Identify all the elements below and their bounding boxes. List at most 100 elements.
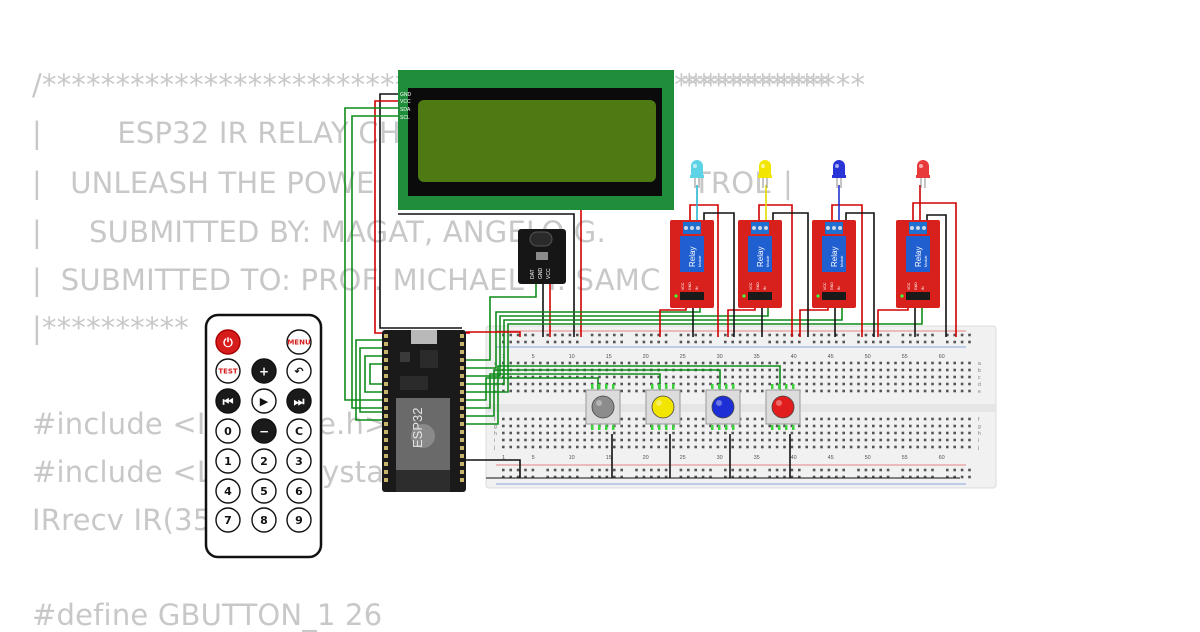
breadboard-column-number: 40 — [791, 354, 797, 360]
push-button-cap[interactable] — [651, 395, 675, 419]
breadboard-row-letter: j — [493, 445, 495, 451]
breadboard-row-letter: h — [494, 431, 497, 437]
remote-button-face[interactable] — [286, 448, 312, 474]
push-buttons — [585, 384, 801, 430]
breadboard-row-letter: g — [494, 424, 497, 430]
remote-button[interactable]: 9 — [286, 507, 312, 533]
relay-pin-label: GND — [756, 282, 760, 290]
remote-button[interactable]: TEST — [215, 358, 241, 384]
remote-button[interactable]: 3 — [286, 448, 312, 474]
remote-button-face[interactable] — [251, 507, 277, 533]
code-line-header-top-right: ********** — [682, 68, 829, 102]
code-line-header-bottom: |********** — [32, 311, 189, 345]
esp32-pin — [460, 406, 464, 410]
remote-button-face[interactable] — [215, 507, 241, 533]
breadboard-column-number: 30 — [717, 455, 723, 461]
remote-button-face[interactable] — [215, 448, 241, 474]
remote-button-face[interactable] — [251, 418, 277, 444]
remote-button-face[interactable] — [251, 388, 277, 414]
remote-button-face[interactable] — [215, 478, 241, 504]
remote-button[interactable]: 2 — [251, 448, 277, 474]
push-button[interactable] — [645, 384, 681, 430]
breadboard-row-letter: d — [494, 382, 497, 388]
push-button[interactable] — [765, 384, 801, 430]
remote-button-label: − — [259, 424, 269, 438]
esp32-pin — [384, 374, 388, 378]
relay-cube — [822, 236, 846, 272]
remote-button[interactable]: 4 — [215, 478, 241, 504]
remote-button-face[interactable] — [215, 329, 241, 355]
remote-button-face[interactable] — [286, 507, 312, 533]
esp32-antenna — [396, 470, 450, 492]
remote-button-face[interactable] — [251, 478, 277, 504]
remote-button-label: 7 — [224, 514, 232, 527]
breadboard-row-letter: f — [494, 417, 496, 423]
remote-button[interactable]: 8 — [251, 507, 277, 533]
esp32-pin — [460, 430, 464, 434]
push-button[interactable] — [705, 384, 741, 430]
esp32-pin — [384, 334, 388, 338]
relay-pin-label: VCC — [823, 282, 827, 290]
code-line-subtitle: | UNLEASH THE POWE — [32, 166, 375, 200]
remote-button[interactable]: 1 — [215, 448, 241, 474]
remote-button[interactable]: 5 — [251, 478, 277, 504]
push-button-cap[interactable] — [711, 395, 735, 419]
remote-button[interactable]: ▶ — [251, 388, 277, 414]
code-line-subtitle-tail: TROL — [693, 166, 771, 200]
remote-button[interactable]: C — [286, 418, 312, 444]
breadboard-column-number: 45 — [828, 455, 834, 461]
esp32-pin — [460, 398, 464, 402]
breadboard-row-letter: d — [978, 382, 981, 388]
remote-button[interactable]: ⏮ — [215, 388, 241, 414]
remote-button-face[interactable] — [286, 388, 312, 414]
push-button[interactable] — [585, 384, 621, 430]
remote-button[interactable]: ⏭ — [286, 388, 312, 414]
push-button-cap[interactable] — [771, 395, 795, 419]
esp32-pin — [460, 342, 464, 346]
remote-button[interactable]: + — [251, 358, 277, 384]
remote-button-label: 1 — [224, 455, 232, 468]
breadboard-row-letter: e — [978, 389, 981, 395]
breadboard-row-letter: a — [978, 361, 981, 367]
remote-button-label: 8 — [260, 514, 268, 527]
esp32-pin — [460, 334, 464, 338]
relay-pin-label: VCC — [681, 282, 685, 290]
esp32-pin — [460, 454, 464, 458]
breadboard-column-number: 60 — [939, 455, 945, 461]
remote-button[interactable]: − — [251, 418, 277, 444]
breadboard-column-number: 35 — [754, 455, 760, 461]
breadboard-column-number: 25 — [680, 455, 686, 461]
lcd-pin-sda-label: SDA — [400, 107, 411, 113]
breadboard-column-number: 10 — [569, 354, 575, 360]
lcd-pin-gnd-label: GND — [400, 92, 412, 98]
remote-button-face[interactable] — [286, 329, 312, 355]
remote-button-face[interactable] — [215, 388, 241, 414]
esp32-pin — [460, 414, 464, 418]
remote-button-face[interactable] — [286, 418, 312, 444]
remote-button-label: 9 — [295, 514, 303, 527]
relay-pin-label: IN — [763, 286, 767, 290]
breadboard-column-number: 50 — [865, 354, 871, 360]
esp32-pin — [384, 422, 388, 426]
remote-button-face[interactable] — [215, 358, 241, 384]
remote-button-face[interactable] — [215, 418, 241, 444]
remote-button[interactable]: ↶ — [286, 358, 312, 384]
relay-pin-label: IN — [921, 286, 925, 290]
remote-button-face[interactable] — [286, 358, 312, 384]
remote-button[interactable]: MENU — [286, 329, 312, 355]
push-button-cap[interactable] — [591, 395, 615, 419]
remote-button-face[interactable] — [251, 448, 277, 474]
remote-button[interactable]: ⏻ — [215, 329, 241, 355]
remote-button-label: ▶ — [260, 395, 269, 408]
remote-button[interactable]: 7 — [215, 507, 241, 533]
remote-button[interactable]: 0 — [215, 418, 241, 444]
relay-pin-label: GND — [830, 282, 834, 290]
breadboard-column-number: 5 — [532, 354, 535, 360]
remote-button-face[interactable] — [286, 478, 312, 504]
remote-button[interactable]: 6 — [286, 478, 312, 504]
remote-button-face[interactable] — [251, 358, 277, 384]
esp32-pin — [384, 342, 388, 346]
breadboard-column-number: 60 — [939, 354, 945, 360]
